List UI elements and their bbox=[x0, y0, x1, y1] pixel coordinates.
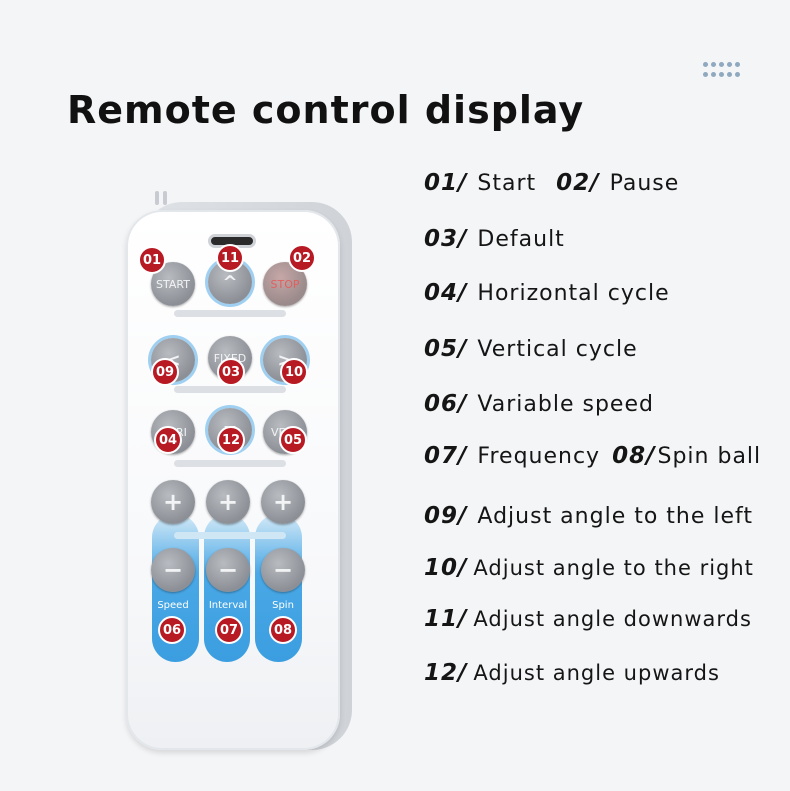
legend-text: Spin ball bbox=[657, 444, 762, 469]
legend-num: 06/ bbox=[424, 391, 468, 417]
plus-icon: + bbox=[272, 488, 294, 516]
interval-plus-button[interactable]: + bbox=[206, 480, 250, 524]
legend-num: 04/ bbox=[424, 280, 468, 306]
legend-num: 05/ bbox=[424, 336, 468, 362]
menu-dots-icon bbox=[703, 62, 740, 78]
interval-minus-button[interactable]: − bbox=[206, 548, 250, 592]
legend-text: Start bbox=[477, 171, 537, 196]
badge-02: 02 bbox=[288, 244, 316, 272]
plus-icon: + bbox=[162, 488, 184, 516]
legend-text: Horizontal cycle bbox=[477, 281, 670, 306]
spin-label: Spin bbox=[272, 600, 294, 611]
speed-plus-button[interactable]: + bbox=[151, 480, 195, 524]
badge-07: 07 bbox=[215, 616, 243, 644]
plus-icon: + bbox=[217, 488, 239, 516]
legend-num: 03/ bbox=[424, 226, 468, 252]
chevron-up-icon: ^ bbox=[222, 271, 238, 293]
ridge bbox=[174, 532, 286, 539]
legend-row: 06/Variable speed bbox=[424, 391, 654, 417]
legend-row: 11/Adjust angle downwards bbox=[424, 606, 752, 632]
start-label: START bbox=[156, 277, 190, 291]
badge-01: 01 bbox=[138, 246, 166, 274]
badge-10: 10 bbox=[280, 358, 308, 386]
interval-label: Interval bbox=[208, 600, 248, 611]
legend-row: 07/Frequency 08/Spin ball bbox=[424, 443, 761, 469]
legend-num: 01/ bbox=[424, 170, 468, 196]
legend-row: 12/Adjust angle upwards bbox=[424, 660, 720, 686]
legend-num: 12/ bbox=[424, 660, 468, 686]
legend-text: Vertical cycle bbox=[477, 337, 638, 362]
badge-05: 05 bbox=[279, 426, 307, 454]
speed-minus-button[interactable]: − bbox=[151, 548, 195, 592]
minus-icon: − bbox=[162, 556, 184, 584]
badge-04: 04 bbox=[154, 426, 182, 454]
legend-row: 01/Start 02/Pause bbox=[424, 170, 679, 196]
legend-row: 05/Vertical cycle bbox=[424, 336, 638, 362]
legend-text: Adjust angle downwards bbox=[473, 607, 752, 631]
ridge bbox=[174, 386, 286, 393]
legend-row: 09/Adjust angle to the left bbox=[424, 503, 753, 529]
speed-label: Speed bbox=[157, 600, 189, 611]
legend-num: 08/ bbox=[612, 443, 656, 469]
legend-row: 10/Adjust angle to the right bbox=[424, 555, 754, 581]
legend-num: 07/ bbox=[424, 443, 468, 469]
spin-plus-button[interactable]: + bbox=[261, 480, 305, 524]
legend-text: Adjust angle to the right bbox=[473, 556, 754, 580]
badge-09: 09 bbox=[151, 358, 179, 386]
legend-text: Pause bbox=[609, 171, 680, 196]
legend-num: 10/ bbox=[424, 555, 468, 581]
legend-row: 03/Default bbox=[424, 226, 565, 252]
badge-12: 12 bbox=[217, 426, 245, 454]
remote-body: START ^ STOP < FIXED > HORI v VERT + + +… bbox=[126, 210, 340, 750]
legend-text: Adjust angle upwards bbox=[473, 661, 720, 685]
badge-08: 08 bbox=[269, 616, 297, 644]
badge-06: 06 bbox=[158, 616, 186, 644]
antenna bbox=[153, 191, 173, 205]
remote-control-illustration: START ^ STOP < FIXED > HORI v VERT + + +… bbox=[120, 188, 355, 753]
legend-text: Default bbox=[477, 227, 565, 252]
minus-icon: − bbox=[272, 556, 294, 584]
page-title: Remote control display bbox=[67, 88, 585, 132]
ridge bbox=[174, 310, 286, 317]
badge-11: 11 bbox=[216, 244, 244, 272]
stop-label: STOP bbox=[270, 277, 300, 291]
legend-text: Adjust angle to the left bbox=[477, 504, 754, 529]
minus-icon: − bbox=[217, 556, 239, 584]
legend-row: 04/Horizontal cycle bbox=[424, 280, 670, 306]
legend-num: 02/ bbox=[556, 170, 600, 196]
legend-text: Variable speed bbox=[477, 392, 654, 417]
badge-03: 03 bbox=[217, 358, 245, 386]
legend-num: 11/ bbox=[424, 606, 468, 632]
spin-minus-button[interactable]: − bbox=[261, 548, 305, 592]
legend-text: Frequency bbox=[477, 444, 601, 469]
ridge bbox=[174, 460, 286, 467]
legend-num: 09/ bbox=[424, 503, 468, 529]
